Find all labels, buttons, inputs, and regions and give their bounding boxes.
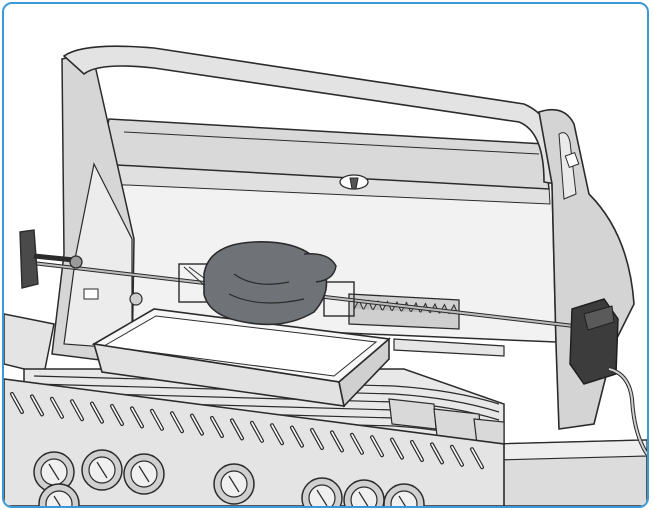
vent-slot-highlight	[191, 414, 203, 435]
vent-slot-highlight	[351, 434, 363, 454]
vent-slot-highlight	[51, 398, 63, 418]
side-shelf	[493, 439, 647, 506]
vent-slot-highlight	[31, 395, 43, 416]
left-shelf	[4, 313, 55, 375]
burner-flame-port	[372, 299, 383, 311]
vent-slot-highlight	[211, 417, 223, 437]
control-knob-icon	[123, 453, 165, 495]
vent-slot-highlight	[371, 436, 383, 456]
vent-slot-highlight	[271, 424, 283, 444]
rotisserie-handle-icon	[19, 229, 83, 289]
control-knob-icon	[38, 483, 80, 506]
vent-slot-highlight	[451, 446, 463, 466]
control-knob-icon	[33, 451, 75, 493]
vent-slot-highlight	[11, 393, 23, 413]
vent-slot-highlight	[431, 443, 443, 464]
vent-slot-highlight	[111, 405, 123, 425]
vent-slot-highlight	[291, 426, 303, 447]
vent-slot-highlight	[91, 402, 103, 423]
vent-slot-highlight	[231, 419, 243, 440]
vent-slot-highlight	[131, 407, 143, 428]
grill-rotisserie-illustration	[4, 45, 647, 506]
vent-slot-highlight	[471, 448, 483, 468]
vent-slot-highlight	[331, 431, 343, 452]
vent-slot-highlight	[311, 429, 323, 449]
vent-slot-highlight	[151, 410, 163, 430]
control-knob-icon	[301, 477, 343, 506]
control-knob-icon	[81, 449, 123, 491]
vent-slot-highlight	[391, 438, 403, 459]
vent-slot-highlight	[251, 422, 263, 442]
drip-pan	[91, 308, 391, 408]
control-knob-icon	[213, 463, 255, 505]
vent-slot-highlight	[71, 400, 83, 420]
poultry-icon	[203, 241, 337, 326]
control-panel	[4, 378, 505, 506]
rotisserie-motor-icon	[569, 298, 647, 456]
vent-slot-highlight	[171, 412, 183, 432]
vent-slot-highlight	[411, 441, 423, 461]
control-knob-icon	[383, 483, 425, 506]
lid-thermometer	[339, 174, 369, 190]
